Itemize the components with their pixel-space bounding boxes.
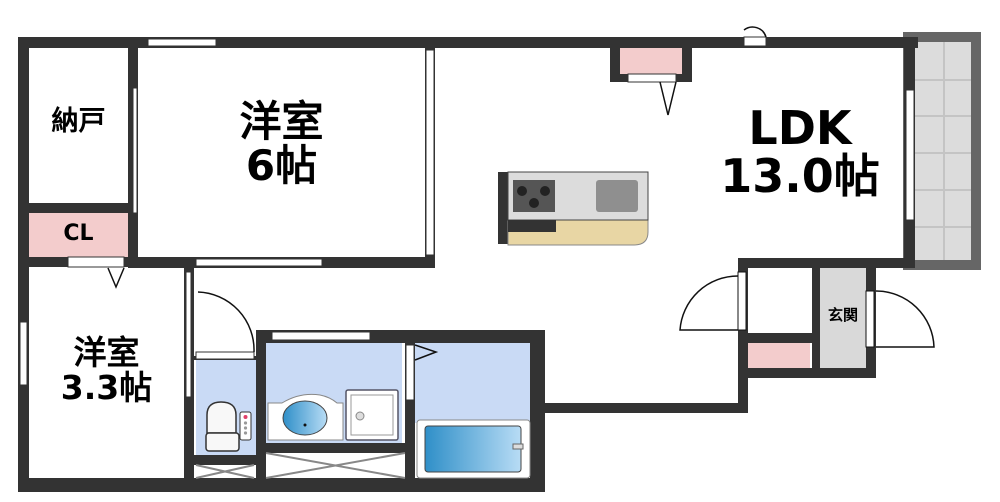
toilet-fixture (205, 401, 252, 452)
door-swings (107, 26, 935, 361)
wash-basin (267, 393, 344, 441)
entrance-fill (820, 268, 866, 368)
kitchen-counter (498, 171, 649, 246)
room-label-western-3-3: 洋室 3.3帖 (29, 333, 184, 407)
closet-cl-fill (29, 213, 129, 257)
ldk-closet-fill (620, 47, 682, 74)
shoe-closet-fill (748, 343, 810, 368)
room-name: LDK (748, 101, 852, 155)
room-label-western-6: 洋室 6帖 (138, 97, 425, 191)
room-label-closet: CL (63, 221, 94, 246)
room-size: 6帖 (245, 141, 318, 191)
floor-storage-marks (195, 452, 406, 479)
windows (19, 36, 915, 401)
room-name: 洋室 (239, 97, 324, 146)
room-name: 洋室 (73, 333, 140, 372)
room-size: 13.0帖 (720, 149, 880, 204)
room-size: 3.3帖 (60, 367, 153, 407)
bathtub (416, 419, 531, 479)
room-label-ldk: LDK 13.0帖 (690, 104, 910, 201)
room-label-storage: 納戸 (51, 106, 106, 137)
bathroom-fill (415, 343, 530, 423)
balcony (903, 32, 981, 270)
room-label-entrance: 玄関 (827, 306, 858, 324)
washing-machine-pan (345, 389, 399, 441)
